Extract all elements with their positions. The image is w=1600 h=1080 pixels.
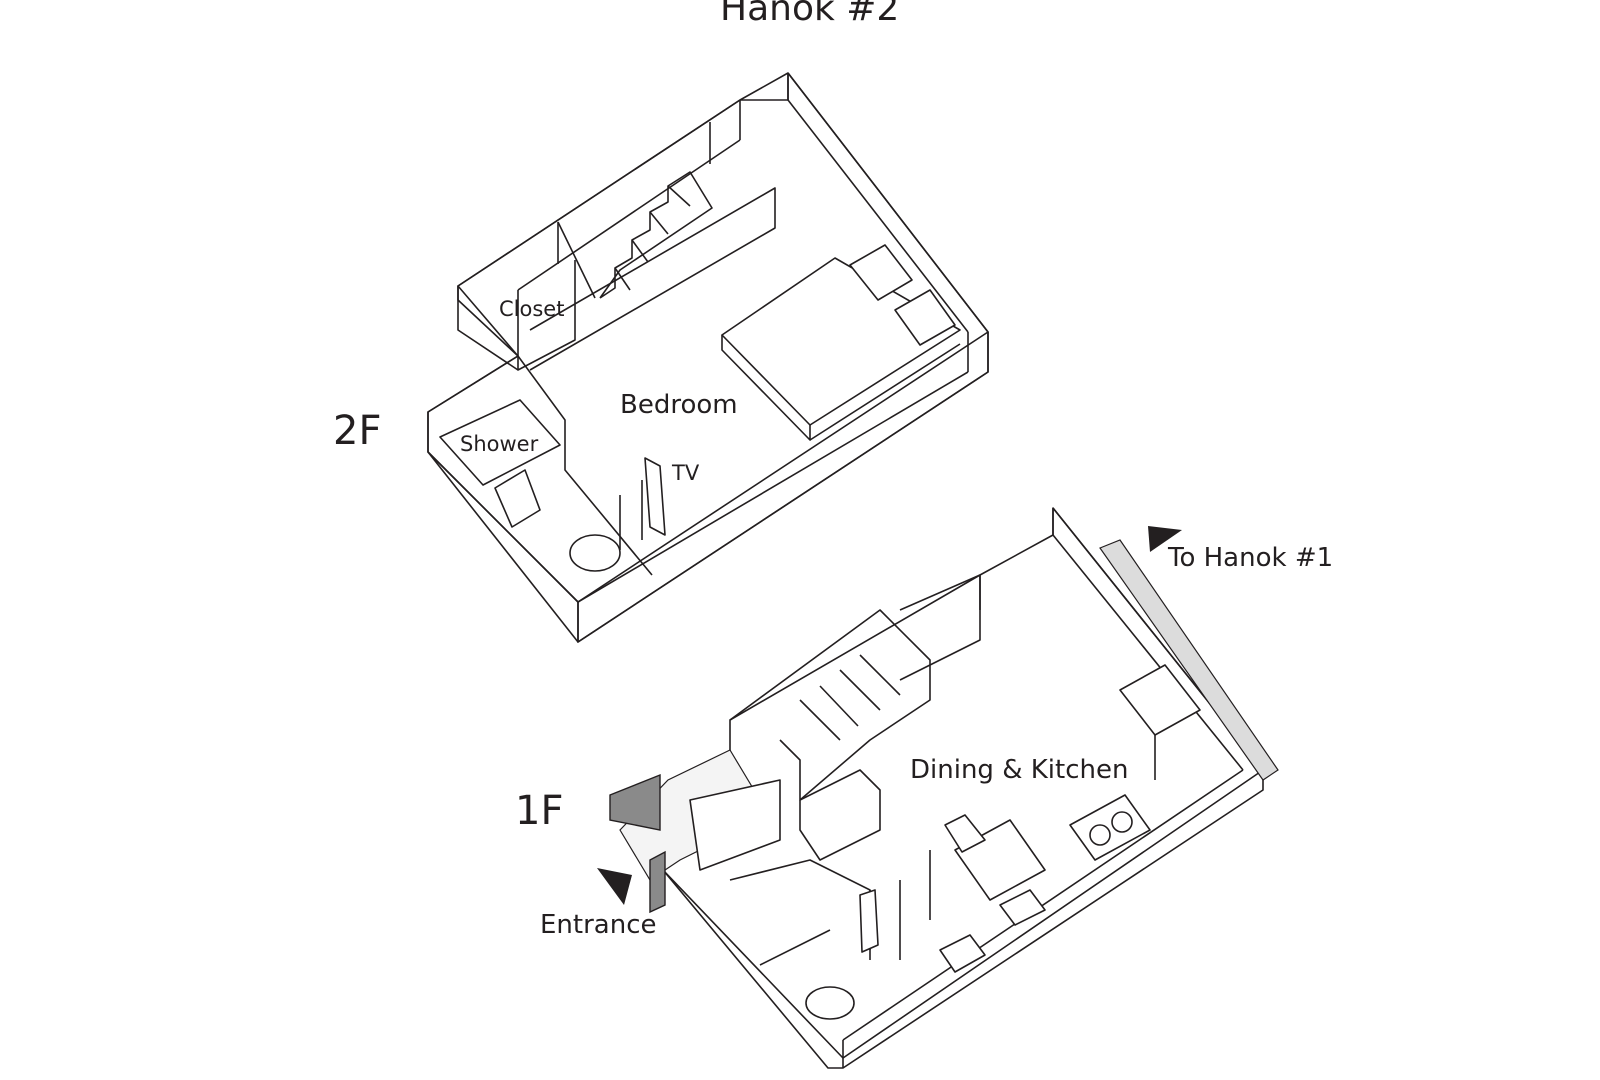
second-floor-plan xyxy=(427,72,989,643)
chair-2 xyxy=(999,889,1046,926)
to-hanok-1-label: To Hanok #1 xyxy=(1168,543,1334,573)
diagram-title: Hanok #2 xyxy=(720,0,900,29)
tv-panel xyxy=(644,457,666,536)
first-floor-stairs xyxy=(729,609,931,801)
entrance-label: Entrance xyxy=(540,910,657,940)
bedroom-label: Bedroom xyxy=(620,390,738,420)
bed xyxy=(721,257,961,426)
passage-to-hanok-1 xyxy=(1099,539,1279,781)
burner-2 xyxy=(1111,811,1133,833)
second-floor-label: 2F xyxy=(333,408,382,454)
cooktop xyxy=(1069,794,1151,861)
shower-label: Shower xyxy=(460,432,539,456)
second-floor-outer-wall xyxy=(427,72,989,603)
pillow-2 xyxy=(894,289,956,346)
toilet xyxy=(569,534,621,572)
arrow-entrance xyxy=(597,868,632,905)
entrance-gate xyxy=(649,850,666,914)
tv-label: TV xyxy=(672,461,700,485)
courtyard-wall xyxy=(609,773,661,831)
shower-stall xyxy=(439,399,561,486)
dining-kitchen-label: Dining & Kitchen xyxy=(910,755,1129,785)
first-floor-sink xyxy=(939,934,986,973)
arrow-to-hanok-1 xyxy=(1148,526,1182,552)
first-floor-plan xyxy=(597,507,1279,1069)
sink xyxy=(494,469,541,528)
burner-1 xyxy=(1089,824,1111,846)
pillow-1 xyxy=(849,244,913,301)
first-floor-label: 1F xyxy=(515,788,564,834)
shower-partition xyxy=(859,889,879,953)
closet-label: Closet xyxy=(499,297,565,321)
kitchen-sink xyxy=(1119,664,1201,736)
chair-1 xyxy=(944,814,986,853)
first-floor-toilet xyxy=(805,986,855,1020)
